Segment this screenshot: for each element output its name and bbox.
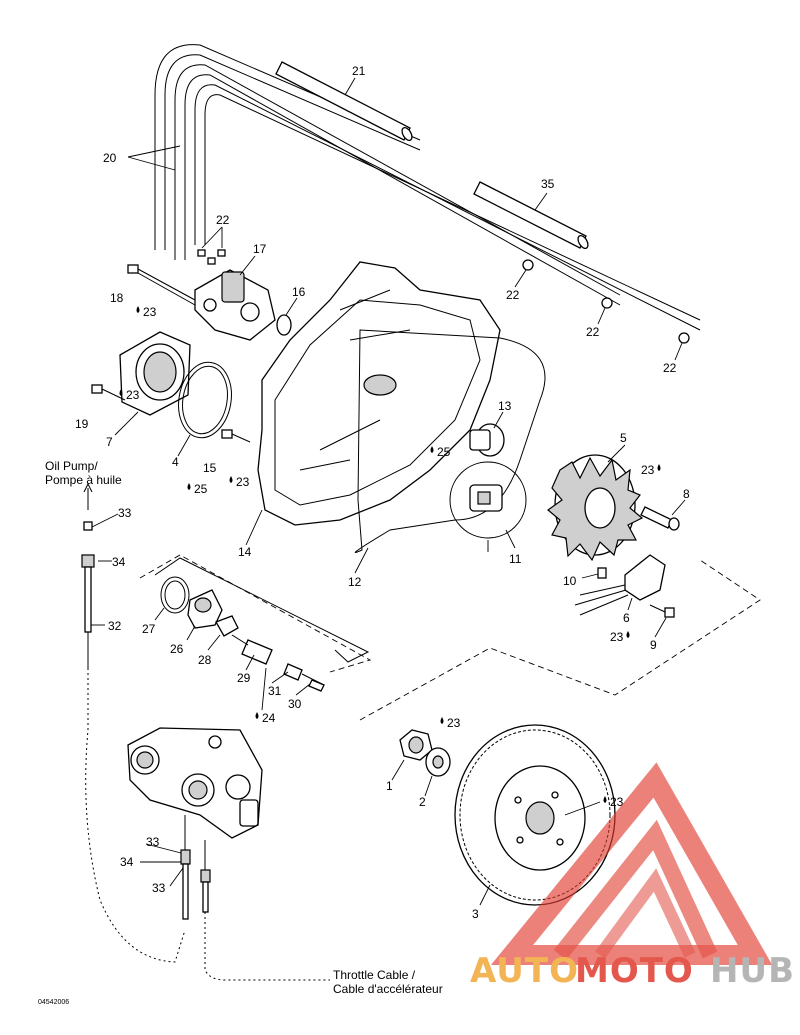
callout-23-g: 23 [610, 795, 624, 809]
oil-drop-icon [603, 796, 607, 803]
bolt-19 [91, 384, 126, 401]
group-outlines [139, 548, 761, 721]
callout-33-a: 33 [118, 506, 132, 520]
tube-21 [275, 61, 413, 142]
oil-pump-assembly [127, 255, 298, 341]
callout-16: 16 [292, 285, 306, 299]
oil-drop-icon [626, 631, 630, 638]
callout-22-c: 22 [586, 325, 600, 339]
callout-14: 14 [238, 545, 252, 559]
callout-18: 18 [110, 291, 124, 305]
brand-watermark-logo: AUTO MOTO HUB [470, 762, 795, 991]
washer-2 [424, 747, 451, 797]
callout-23-b: 23 [126, 388, 140, 402]
oil-pump-label-fr: Pompe à huile [45, 473, 122, 487]
callout-19: 19 [75, 417, 89, 431]
callout-28: 28 [198, 653, 212, 667]
screw-10 [581, 567, 607, 579]
oil-lines [127, 44, 701, 331]
callout-31: 31 [268, 684, 282, 698]
throttle-cable-label-fr: Cable d'accélérateur [333, 982, 443, 996]
callout-26: 26 [170, 642, 184, 656]
callout-30: 30 [288, 697, 302, 711]
diagram-code: 04542006 [38, 999, 69, 1006]
oil-drop-icon [119, 389, 123, 396]
oring-4 [177, 361, 232, 457]
callout-32: 32 [108, 619, 122, 633]
brand-part-moto: MOTO [575, 951, 694, 991]
tube-35 [473, 181, 589, 250]
oil-pump-cable [81, 482, 119, 668]
callout-27: 27 [142, 622, 156, 636]
oil-pump-label: Oil Pump/ [45, 459, 98, 473]
callout-6: 6 [623, 611, 630, 625]
throttle-cables [85, 668, 330, 981]
callout-23-c: 23 [236, 475, 250, 489]
oil-drop-icon [657, 464, 661, 471]
oil-drop-icon [430, 446, 434, 453]
clamps-22 [197, 226, 690, 361]
valve-group [154, 576, 325, 711]
screw-9 [649, 604, 675, 638]
callout-9: 9 [650, 638, 657, 652]
callout-24: 24 [262, 711, 276, 725]
trigger-coil-13 [469, 411, 505, 457]
stator-5 [547, 444, 644, 562]
callout-15: 15 [203, 461, 217, 475]
callout-17: 17 [253, 242, 267, 256]
callout-22-b: 22 [506, 288, 520, 302]
nut-1 [391, 729, 433, 781]
detail-circle-11 [449, 461, 527, 550]
callout-33-b: 33 [146, 835, 160, 849]
oil-drop-icon [255, 712, 259, 719]
flywheel-3 [454, 724, 616, 906]
brand-part-auto: AUTO [470, 951, 579, 991]
callout-34-a: 34 [112, 555, 126, 569]
callout-3: 3 [472, 907, 479, 921]
callout-23-d: 23 [641, 463, 655, 477]
wire-harness-6 [574, 554, 666, 616]
oil-drop-icon [187, 483, 191, 490]
oil-drop-icon [440, 717, 444, 724]
callout-33-c: 33 [152, 881, 166, 895]
callout-5: 5 [620, 431, 627, 445]
oil-drop-icon [229, 476, 233, 483]
callout-13: 13 [498, 399, 512, 413]
throttle-cable-label: Throttle Cable / [333, 968, 416, 982]
callout-1: 1 [386, 779, 393, 793]
callout-4: 4 [172, 455, 179, 469]
callout-2: 2 [419, 795, 426, 809]
oil-drop-icon [136, 306, 140, 313]
callout-29: 29 [237, 671, 251, 685]
callout-23-f: 23 [447, 716, 461, 730]
callout-21: 21 [352, 64, 366, 78]
callout-25-b: 25 [194, 482, 208, 496]
callout-22-d: 22 [663, 361, 677, 375]
magneto-housing-14 [245, 261, 501, 546]
bolt-15 [221, 429, 251, 443]
callout-22-a: 22 [216, 213, 230, 227]
callouts: 1 2 3 4 5 6 7 8 9 10 11 12 13 14 15 16 1… [75, 64, 690, 921]
callout-25-a: 25 [437, 445, 451, 459]
callout-7: 7 [106, 435, 113, 449]
pump-cover-7 [114, 331, 191, 436]
oil-drop-icons [119, 306, 661, 803]
callout-20: 20 [103, 151, 117, 165]
callout-12: 12 [348, 575, 362, 589]
bolt-8 [640, 499, 686, 531]
notes: Oil Pump/ Pompe à huile Throttle Cable /… [38, 459, 443, 1006]
callout-35: 35 [541, 177, 555, 191]
callout-8: 8 [683, 487, 690, 501]
callout-23-a: 23 [143, 305, 157, 319]
callout-23-e: 23 [610, 630, 624, 644]
callout-10: 10 [563, 574, 577, 588]
throttle-body [127, 727, 263, 839]
brand-part-hub: HUB [710, 951, 795, 991]
callout-11: 11 [509, 552, 522, 566]
callout-34-b: 34 [120, 855, 134, 869]
